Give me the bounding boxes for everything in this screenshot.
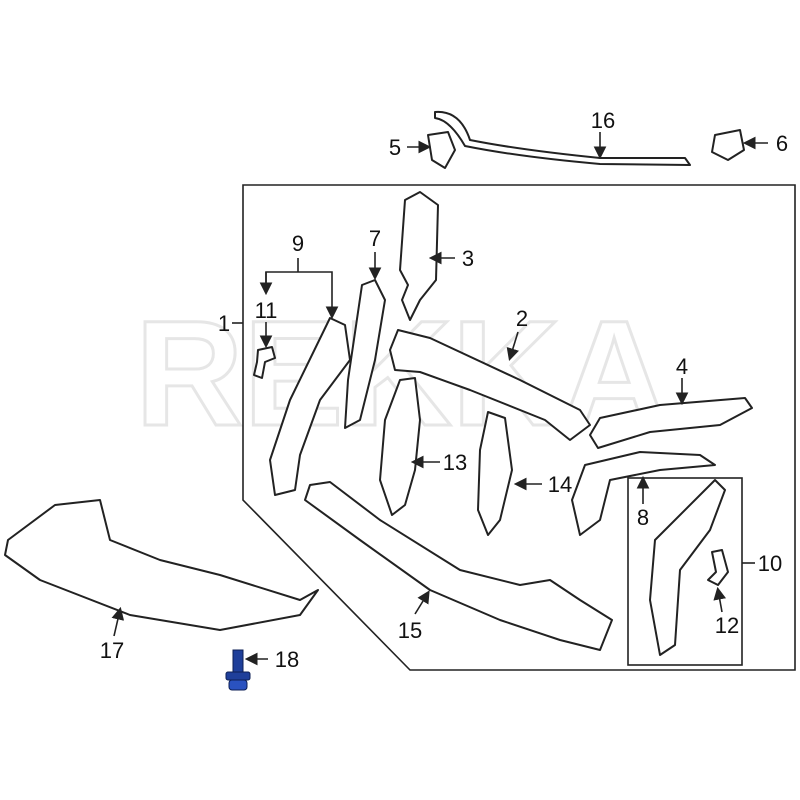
sub-assembly-box-10 [627,477,743,666]
part-8-right-bracket [571,451,716,536]
callout-12: 12 [715,613,739,638]
part-12-hook [707,549,729,586]
part-16-cable [434,110,691,166]
part-15-lower-tie-bar [304,481,613,651]
callout-14: 14 [548,472,572,497]
assembly-frame [242,184,796,671]
part-13-center-support [379,377,421,516]
callout-5: 5 [389,135,401,160]
leader-lines [111,132,768,666]
callout-2: 2 [516,306,528,331]
callout-1: 1 [218,311,230,336]
callout-8: 8 [637,505,649,530]
callout-15: 15 [398,618,422,643]
callout-18: 18 [275,647,299,672]
part-9-left-support [269,317,351,496]
part-5-bracket [427,131,456,169]
part-14-center-support [477,411,513,536]
part-6-bracket [711,129,745,161]
callout-9: 9 [292,231,304,256]
part-11-clip [253,346,276,379]
callout-16: 16 [591,108,615,133]
callout-17: 17 [100,638,124,663]
part-3-upper-stay [399,191,439,321]
part-2-upper-tie-bar [389,329,591,441]
callout-10: 10 [758,551,782,576]
callout-4: 4 [676,354,688,379]
callout-11: 11 [255,298,278,323]
callout-3: 3 [462,246,474,271]
part-18-bolt [225,649,251,691]
callout-7: 7 [369,226,381,251]
callout-6: 6 [776,131,788,156]
part-10-right-support [649,479,726,656]
callout-13: 13 [443,450,467,475]
part-17-under-cover [4,499,319,631]
part-7-side-stay [344,279,386,429]
